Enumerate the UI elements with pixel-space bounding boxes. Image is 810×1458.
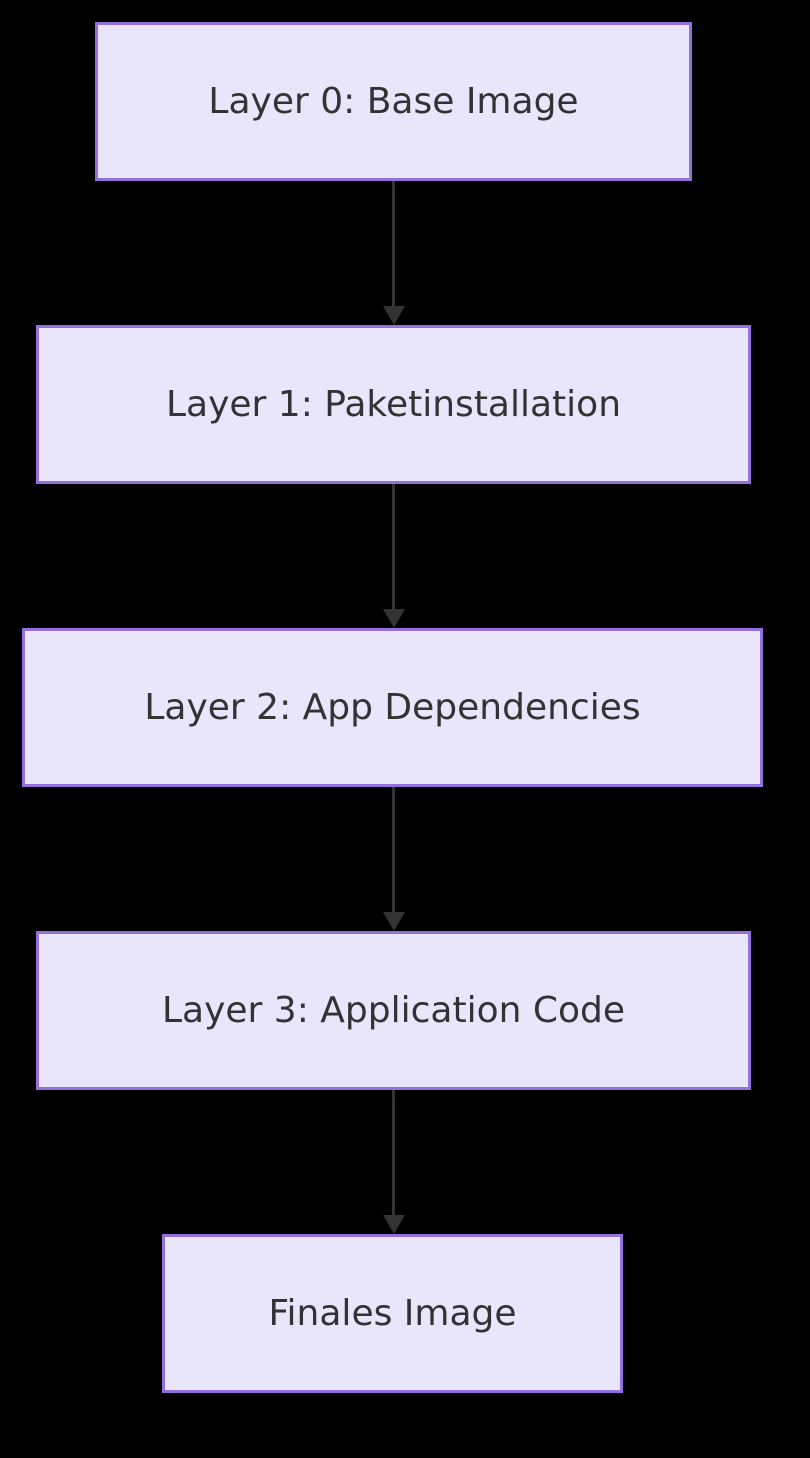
flowchart-node-final[interactable]: Finales Image [162,1234,623,1393]
flowchart-node-label: Layer 2: App Dependencies [144,686,641,728]
arrow-down-icon [382,306,405,325]
edge-line [392,1090,395,1215]
flowchart-node-layer0[interactable]: Layer 0: Base Image [95,22,692,181]
arrow-down-icon [382,1215,405,1234]
arrow-down-icon [382,912,405,931]
flowchart-node-label: Finales Image [268,1292,517,1334]
flowchart-node-layer1[interactable]: Layer 1: Paketinstallation [36,325,751,484]
flowchart-node-label: Layer 3: Application Code [161,989,626,1031]
flowchart-node-label: Layer 0: Base Image [208,80,579,122]
edge-line [392,181,395,306]
edge-line [392,484,395,609]
flowchart-node-layer2[interactable]: Layer 2: App Dependencies [22,628,763,787]
flowchart-node-label: Layer 1: Paketinstallation [165,383,622,425]
arrow-down-icon [382,609,405,628]
flowchart-node-layer3[interactable]: Layer 3: Application Code [36,931,751,1090]
edge-line [392,787,395,912]
